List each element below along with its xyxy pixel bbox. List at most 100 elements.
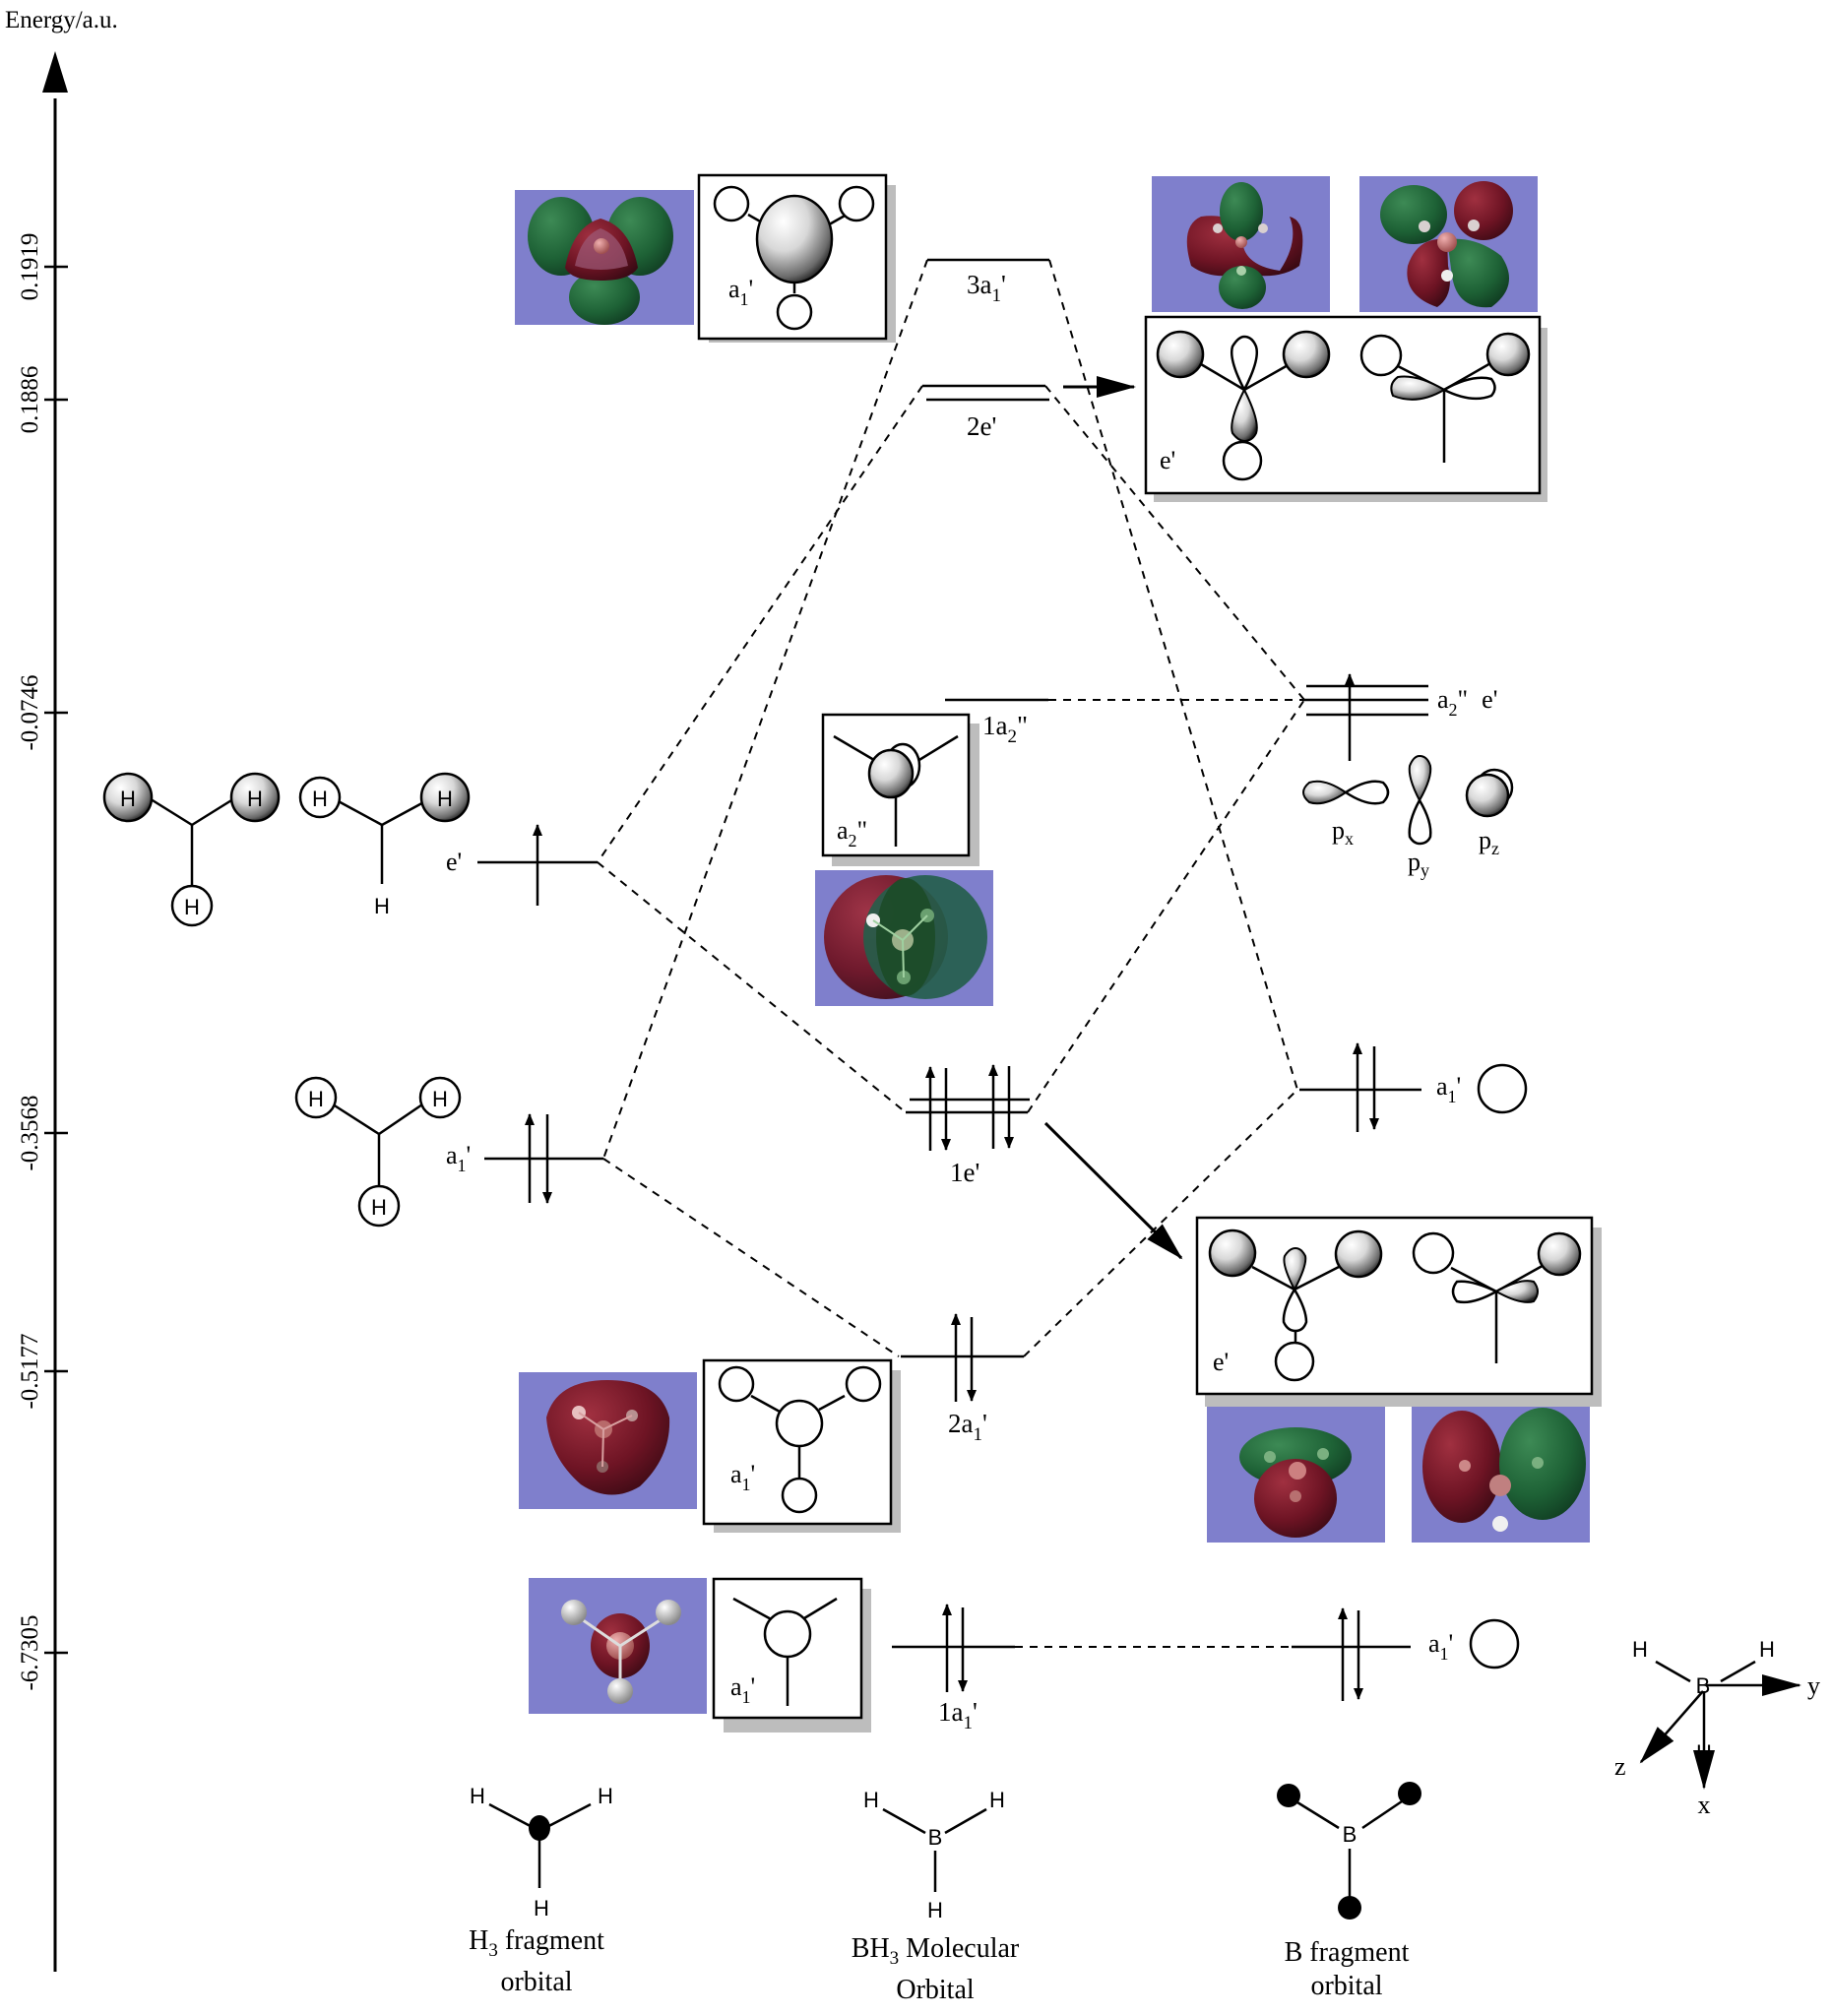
correlation-line xyxy=(1023,1089,1298,1357)
h3-structure: H H H xyxy=(470,1784,613,1921)
bh3-structure: H H B H xyxy=(863,1788,1005,1922)
energy-axis: Energy/a.u. 0.1919 0.1886 -0.0746 -0.356… xyxy=(5,7,118,1972)
axis-x-label: x xyxy=(1698,1791,1711,1819)
b-s-orbital-icon xyxy=(755,194,834,284)
pointer-arrow-icon xyxy=(1043,1121,1183,1260)
mo-image-1a2 xyxy=(815,870,993,1006)
tick-label: -0.5177 xyxy=(17,1333,43,1409)
orbital-box-2e: e' xyxy=(1144,315,1547,502)
z-axis-arrow-icon xyxy=(1639,1690,1704,1764)
px-orbital-icon: px xyxy=(1302,780,1390,849)
mo-level-1a2: 1a2" xyxy=(945,698,1048,747)
axis-y-label: y xyxy=(1807,1671,1820,1700)
pz-orbital-icon xyxy=(867,748,915,799)
b-fragment: a2"e' px py pz a1' xyxy=(1277,673,1528,2001)
b-level-2p: a2"e' xyxy=(1304,673,1497,761)
h3-e-orbital-2: H H H xyxy=(298,772,471,918)
symmetry-label: a1' xyxy=(728,275,753,309)
mo-level-2e: 2e' xyxy=(922,376,1136,441)
level-label: a1' xyxy=(1428,1629,1453,1664)
level-label: a2"e' xyxy=(1437,685,1497,720)
h-atom-open xyxy=(298,776,342,819)
h-label: H xyxy=(371,1195,387,1220)
level-label: 1a2" xyxy=(982,711,1028,747)
pz-orbital-icon: pz xyxy=(1465,768,1514,858)
correlation-line xyxy=(1027,699,1305,1113)
b-caption-line2: orbital xyxy=(1310,1971,1382,2001)
h-label: H xyxy=(598,1784,613,1808)
correlation-line xyxy=(602,259,928,1160)
h-label: H xyxy=(374,894,390,918)
b-label: B xyxy=(928,1825,943,1850)
orbital-box-1a2: a2" xyxy=(821,713,979,866)
level-label: 2a1' xyxy=(948,1409,987,1445)
level-label: 2e' xyxy=(967,411,996,441)
mo-image-2e-a xyxy=(1152,176,1330,312)
mo-image-2a1 xyxy=(519,1372,697,1509)
bh3-mo-column: 3a1' 2e' 1a2" 1e' xyxy=(852,258,1183,2005)
correlation-line xyxy=(597,861,907,1113)
bh3-caption-line2: Orbital xyxy=(896,1975,975,2005)
orbital-label: px xyxy=(1332,816,1354,849)
mo-level-1a1: 1a1' xyxy=(892,1604,1015,1733)
orbital-box-1a1: a1' xyxy=(712,1577,871,1732)
axis-arrow-icon xyxy=(42,51,68,93)
mo-level-2a1: 2a1' xyxy=(901,1313,1024,1445)
h-label: H xyxy=(120,787,136,811)
h-label: H xyxy=(1696,1740,1712,1765)
orbital-label: pz xyxy=(1479,826,1499,858)
h3-level-e: e' xyxy=(446,824,598,906)
h-label: H xyxy=(989,1788,1005,1812)
correlation-line xyxy=(597,385,923,863)
orbital-label: py xyxy=(1408,848,1429,880)
axis-tick: 0.1886 xyxy=(17,366,68,434)
bh3-caption: BH3 Molecular xyxy=(852,1933,1020,1969)
h-atom-shaded xyxy=(229,772,281,823)
axis-tick: -6.7305 xyxy=(17,1614,68,1691)
symmetry-label: e' xyxy=(1213,1348,1229,1376)
b-caption: B fragment xyxy=(1285,1937,1410,1968)
mo-image-1e-b xyxy=(1412,1407,1590,1543)
h-label: H xyxy=(437,787,453,811)
level-label: a1' xyxy=(1436,1072,1461,1106)
axis-tick: -0.5177 xyxy=(17,1333,68,1410)
h-atom-shaded xyxy=(102,772,154,823)
mo-level-3a1: 3a1' xyxy=(927,258,1049,306)
axis-z-label: z xyxy=(1614,1752,1626,1781)
orbital-box-2a1: a1' xyxy=(702,1358,901,1533)
tick-label: -0.3568 xyxy=(17,1095,43,1170)
h-label: H xyxy=(1632,1637,1648,1662)
mo-level-1e: 1e' xyxy=(906,1064,1183,1260)
orbital-box-3a1: a1' xyxy=(697,173,896,343)
level-label: a1' xyxy=(446,1141,471,1175)
level-label: 3a1' xyxy=(967,270,1006,306)
b-level-1s: a1' xyxy=(1292,1607,1520,1701)
correlation-line xyxy=(602,1158,900,1357)
axis-label: Energy/a.u. xyxy=(5,7,118,33)
h-label: H xyxy=(927,1898,943,1922)
b-label: B xyxy=(1343,1822,1357,1847)
level-label: 1a1' xyxy=(938,1697,978,1733)
h-atom-open xyxy=(357,1184,401,1228)
h-label: H xyxy=(1759,1637,1775,1662)
py-orbital-icon: py xyxy=(1408,754,1432,880)
h3-caption: H3 fragment xyxy=(469,1925,604,1961)
h3-fragment: H H H H H H e' H xyxy=(102,772,613,1997)
h3-a1-orbital: H H H xyxy=(294,1076,462,1228)
tick-label: -6.7305 xyxy=(17,1614,43,1690)
h-label: H xyxy=(308,1087,324,1111)
orbital-box-1e: e' xyxy=(1195,1216,1602,1407)
tick-label: 0.1886 xyxy=(17,366,43,434)
symmetry-label: a2" xyxy=(837,816,867,850)
h3-e-orbital-1: H H H xyxy=(102,772,281,927)
h-label: H xyxy=(312,787,328,811)
coordinate-axes: H H B y z H x xyxy=(1614,1637,1820,1819)
h-label: H xyxy=(470,1784,485,1808)
mo-image-2e-b xyxy=(1359,176,1538,312)
h-atom-shaded xyxy=(419,772,471,823)
axis-tick: 0.1919 xyxy=(17,233,68,300)
mo-image-1a1 xyxy=(529,1578,707,1714)
h-label: H xyxy=(247,787,263,811)
h-atom-open xyxy=(418,1076,462,1119)
